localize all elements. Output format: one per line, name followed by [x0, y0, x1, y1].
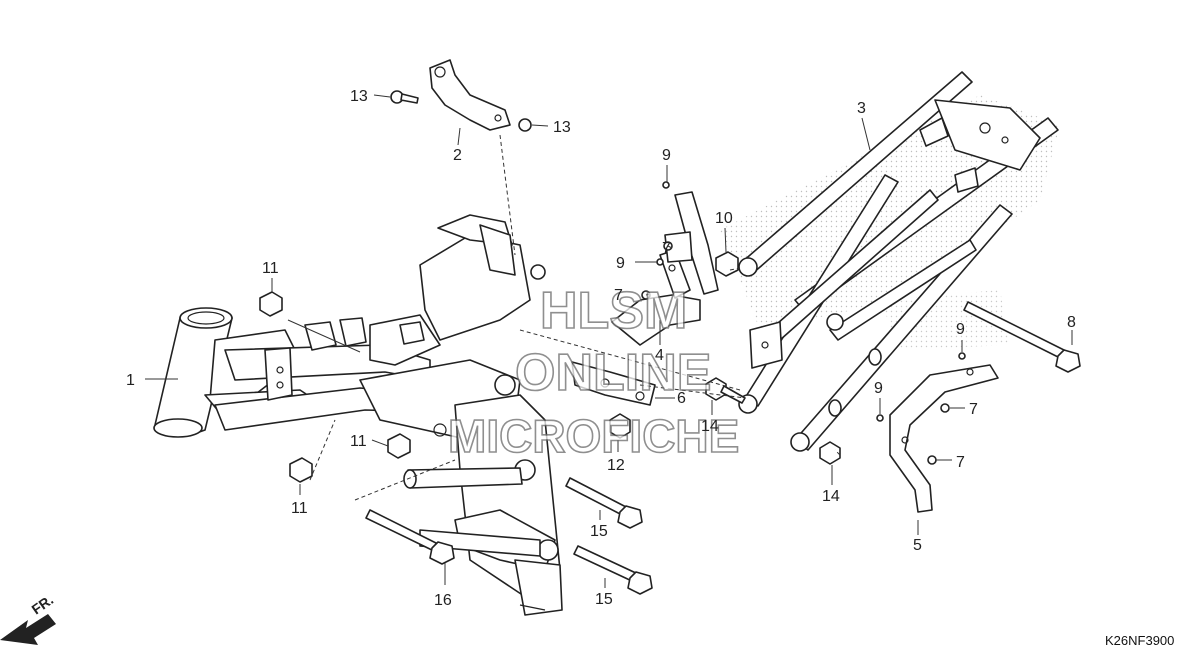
callout-1: 1	[126, 372, 135, 389]
callout-12: 12	[607, 457, 625, 474]
callout-10: 10	[715, 210, 733, 227]
callout-14b: 14	[822, 488, 840, 505]
side-stay-bracket-part	[664, 191, 719, 295]
small-bracket-part	[571, 361, 656, 406]
leader-lines	[145, 94, 1073, 588]
callout-2: 2	[453, 147, 462, 164]
callout-15b: 15	[595, 591, 613, 608]
callout-7a: 7	[662, 240, 671, 257]
front-label: FR.	[29, 591, 57, 617]
callout-13a: 13	[350, 88, 368, 105]
callout-7d: 7	[956, 454, 965, 471]
callout-3: 3	[857, 100, 866, 117]
right-lower-bracket-part	[889, 364, 999, 513]
callout-11a: 11	[262, 260, 279, 277]
upper-bracket-part	[429, 59, 511, 131]
rear-frame-part	[720, 71, 1060, 452]
callout-7b: 7	[614, 287, 623, 304]
callout-labels: 1 2 3 4 5 6 7 7 7 7 8 9 9 9 9 10 11 11 1…	[126, 88, 1076, 609]
main-frame-part	[153, 214, 563, 616]
callout-15a: 15	[590, 523, 608, 540]
callout-11c: 11	[291, 500, 308, 517]
fastener-parts	[259, 90, 1081, 595]
callout-4: 4	[655, 347, 664, 364]
watermark: HLSM ONLINE MICROFICHE	[447, 281, 740, 463]
callout-11b: 11	[350, 433, 367, 450]
callout-9c: 9	[956, 321, 965, 338]
callout-9b: 9	[616, 255, 625, 272]
front-direction-arrow: FR.	[0, 591, 56, 645]
callout-5: 5	[913, 537, 922, 554]
callout-9a: 9	[662, 147, 671, 164]
callout-7c: 7	[969, 401, 978, 418]
diagram-code: K26NF3900	[1105, 633, 1174, 648]
callout-6: 6	[677, 390, 686, 407]
callout-8: 8	[1067, 314, 1076, 331]
watermark-line-1: HLSM	[540, 282, 687, 340]
watermark-line-2: ONLINE	[515, 344, 711, 402]
callout-13b: 13	[553, 119, 571, 136]
callout-14a: 14	[701, 418, 719, 435]
watermark-line-3: MICROFICHE	[448, 410, 739, 462]
callout-9d: 9	[874, 380, 883, 397]
assembly-dashed-lines	[309, 134, 841, 501]
callout-16: 16	[434, 592, 452, 609]
